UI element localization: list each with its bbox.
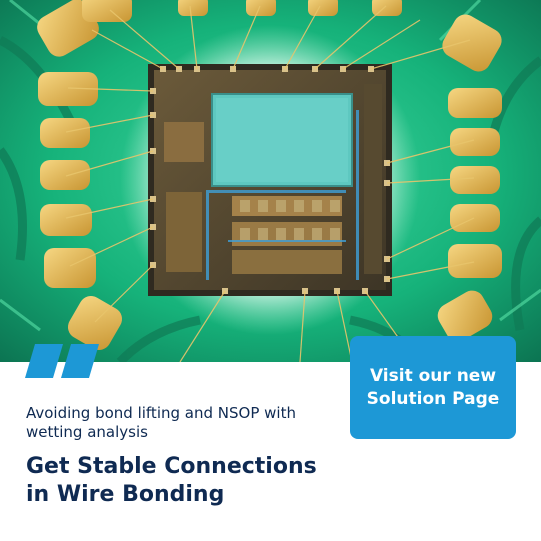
subheading: Avoiding bond lifting and NSOP with wett… [26, 404, 296, 441]
visit-solution-page-button[interactable]: Visit our new Solution Page [350, 336, 516, 439]
brand-quote-icon [25, 344, 99, 378]
headline: Get Stable Connections in Wire Bonding [26, 454, 317, 507]
chip-wire-bonding-photo [0, 0, 541, 362]
cta-label: Visit our new Solution Page [366, 365, 500, 409]
